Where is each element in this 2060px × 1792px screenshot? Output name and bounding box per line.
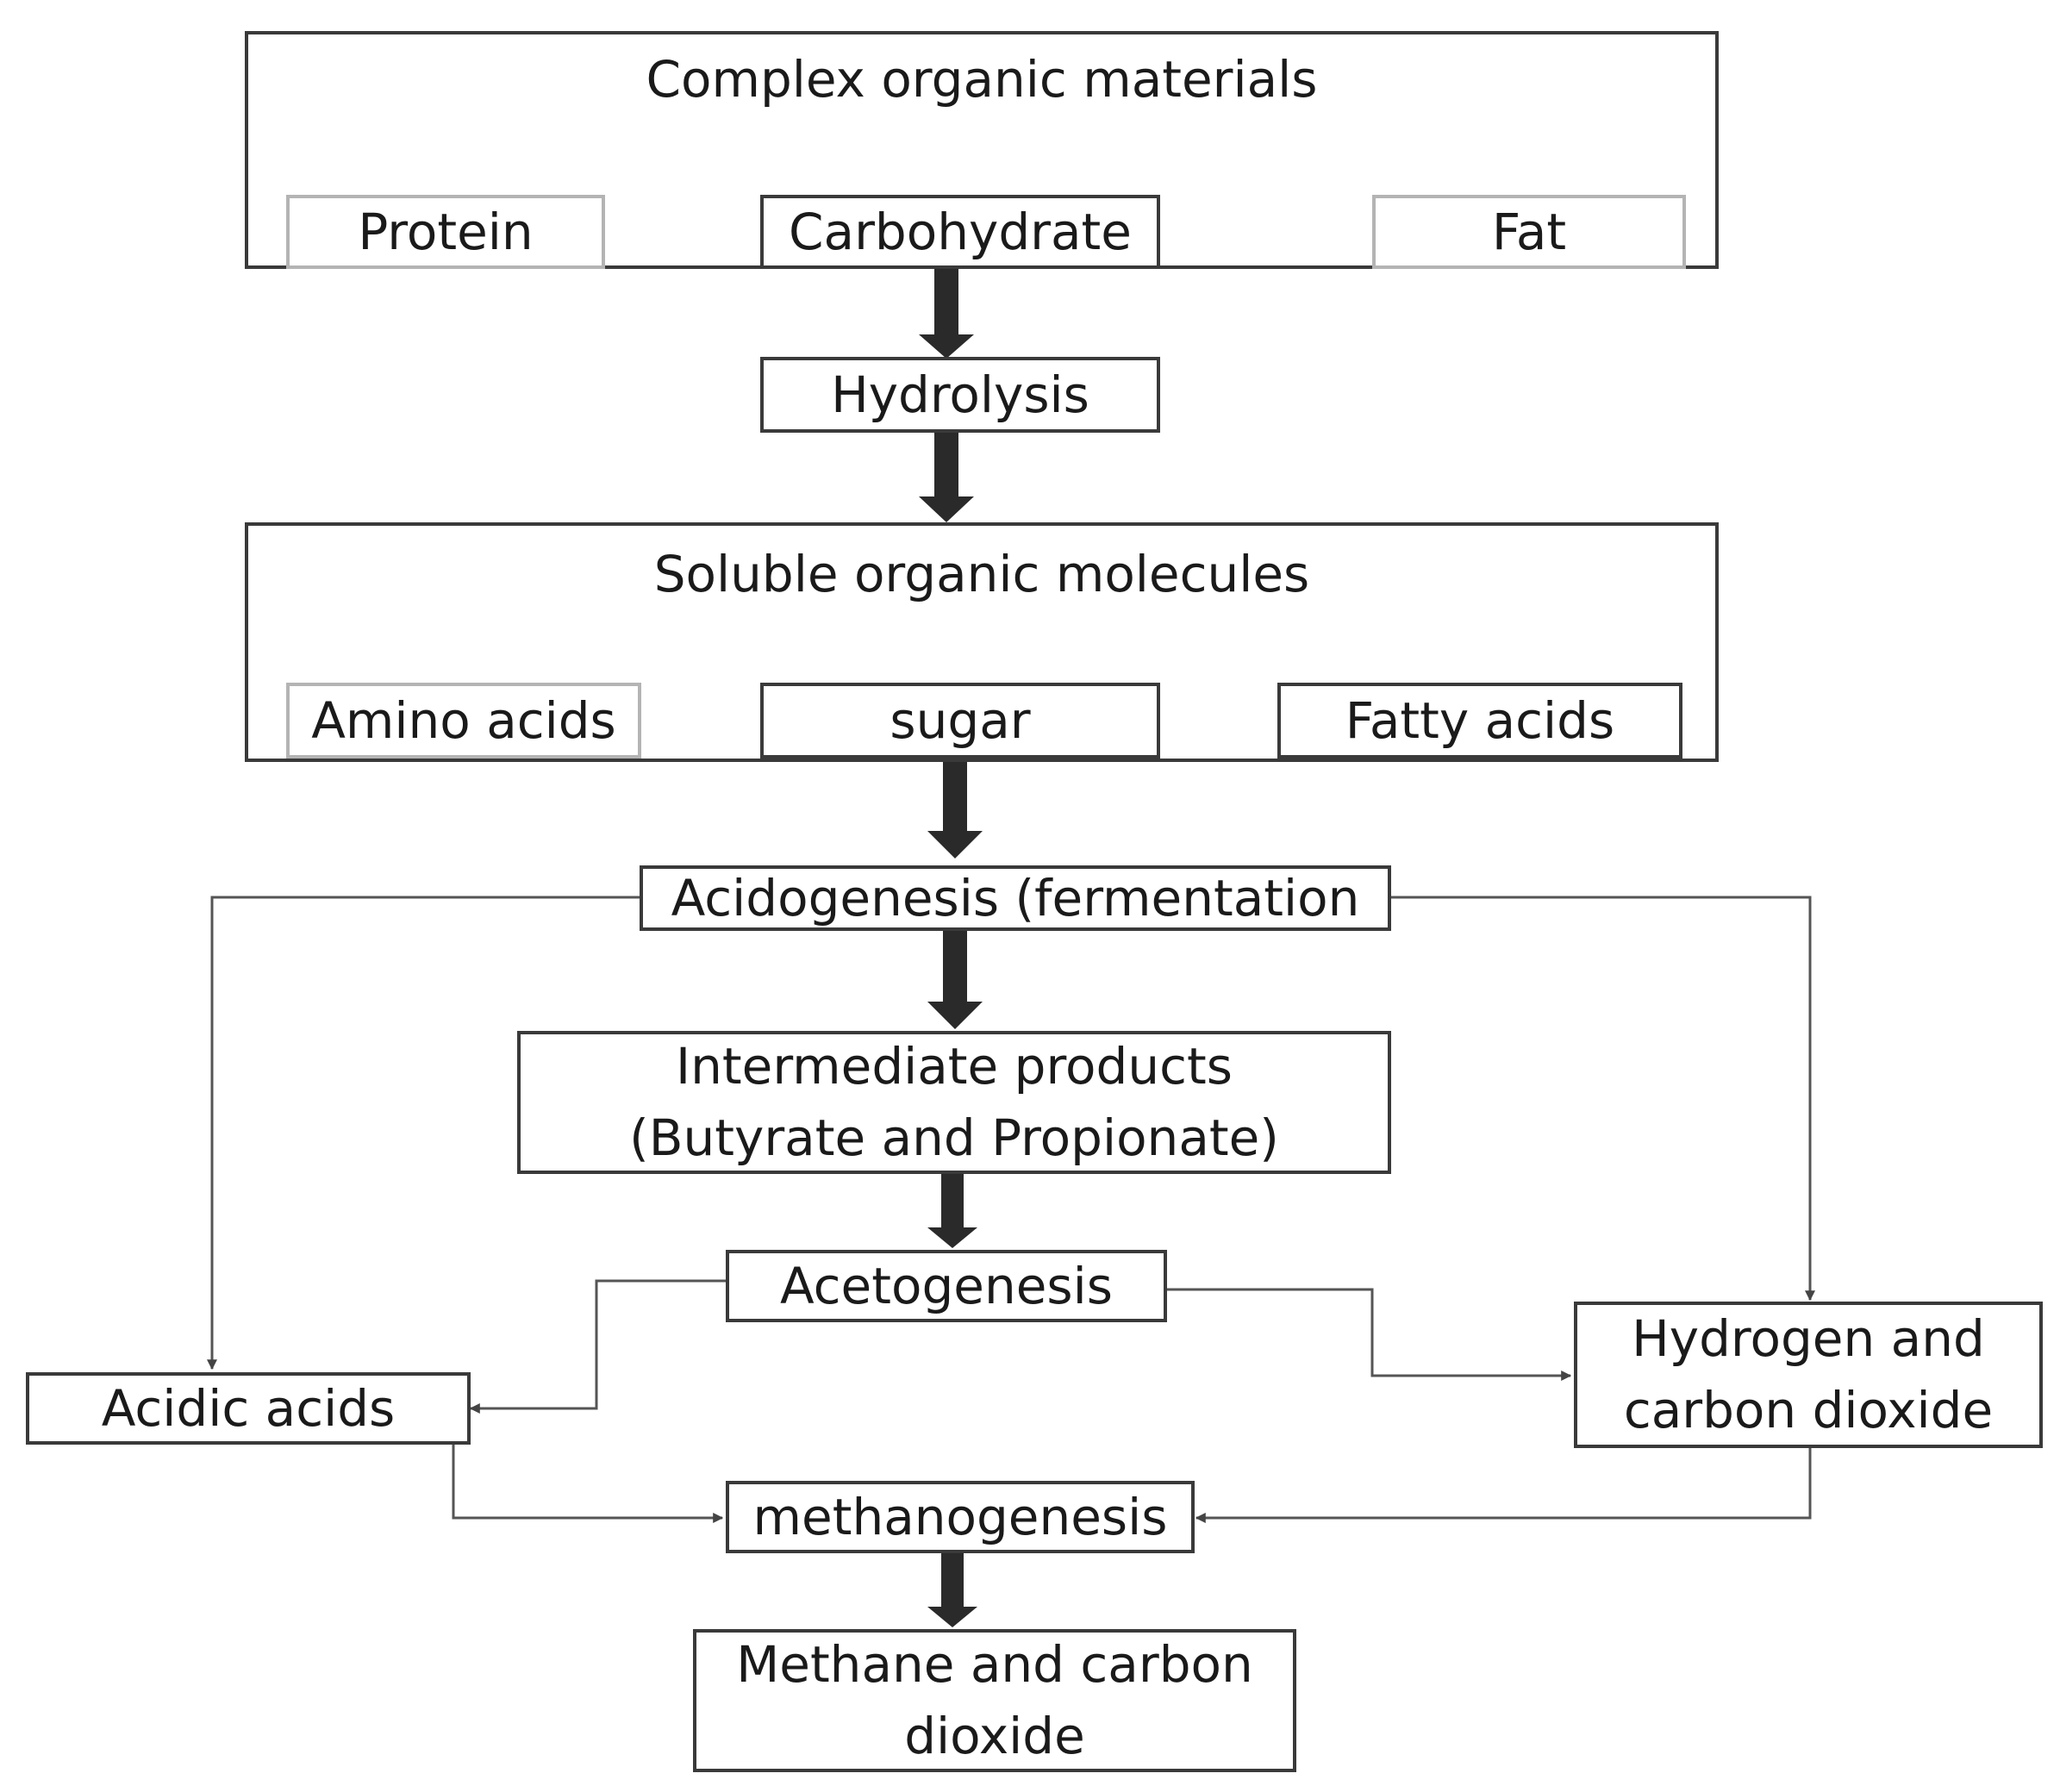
acidogenesis-label: Acidogenesis (fermentation — [671, 868, 1360, 927]
amino-acids-label: Amino acids — [311, 690, 616, 750]
acidogenesis-box: Acidogenesis (fermentation — [640, 865, 1391, 931]
side-connectors — [207, 896, 1815, 1523]
amino-acids-box: Amino acids — [286, 683, 641, 759]
hydrolysis-label: Hydrolysis — [831, 365, 1089, 424]
fatty-acids-label: Fatty acids — [1345, 690, 1615, 750]
intermediate-products-box: Intermediate products (Butyrate and Prop… — [517, 1031, 1391, 1174]
methane-line1: Methane and carbon — [736, 1635, 1253, 1695]
methane-and-carbon-dioxide-text: Methane and carbon dioxide — [736, 1629, 1253, 1772]
acetogenesis-label: Acetogenesis — [780, 1256, 1113, 1315]
complex-organic-materials-title: Complex organic materials — [646, 50, 1318, 109]
line-hydrogen-to-methanogenesis — [1195, 1446, 1812, 1523]
arrow-intermediate-to-acetogenesis — [927, 1174, 977, 1248]
hydrolysis-box: Hydrolysis — [760, 357, 1160, 433]
protein-box: Protein — [286, 195, 605, 269]
methanogenesis-label: methanogenesis — [752, 1487, 1168, 1546]
line-acidic-acids-to-methanogenesis — [452, 1443, 724, 1523]
sugar-box: sugar — [760, 683, 1160, 759]
line-acidogenesis-to-hydrogen — [1391, 896, 1815, 1302]
soluble-organic-molecules-title: Soluble organic molecules — [653, 545, 1310, 603]
arrow-sugar-to-acidogenesis — [927, 759, 983, 859]
acetogenesis-box: Acetogenesis — [726, 1250, 1167, 1322]
line-acidogenesis-to-acidic-acids — [207, 896, 640, 1371]
fatty-acids-box: Fatty acids — [1277, 683, 1682, 759]
arrow-acidogenesis-to-intermediate — [927, 931, 983, 1029]
arrow-methanogenesis-to-methane — [927, 1552, 977, 1627]
hydrogen-and-carbon-dioxide-box: Hydrogen and carbon dioxide — [1574, 1302, 2043, 1448]
methane-line2: dioxide — [904, 1707, 1085, 1765]
hydrogen-line2: carbon dioxide — [1623, 1381, 1994, 1439]
intermediate-products-text: Intermediate products (Butyrate and Prop… — [629, 1031, 1279, 1174]
arrow-hydrolysis-to-soluble — [919, 433, 974, 522]
hydrogen-line1: Hydrogen and — [1632, 1309, 1985, 1369]
methane-and-carbon-dioxide-box: Methane and carbon dioxide — [693, 1629, 1296, 1772]
protein-label: Protein — [358, 202, 534, 261]
carbohydrate-box: Carbohydrate — [760, 195, 1160, 269]
hydrogen-and-carbon-dioxide-text: Hydrogen and carbon dioxide — [1624, 1303, 1993, 1446]
sugar-label: sugar — [890, 690, 1031, 750]
main-flow-arrows — [919, 267, 983, 1627]
methanogenesis-box: methanogenesis — [726, 1481, 1195, 1553]
acidic-acids-label: Acidic acids — [101, 1378, 396, 1438]
acidic-acids-box: Acidic acids — [26, 1372, 471, 1445]
intermediate-products-line1: Intermediate products — [676, 1037, 1233, 1096]
arrow-carbohydrate-to-hydrolysis — [919, 267, 974, 359]
intermediate-products-line2: (Butyrate and Propionate) — [629, 1108, 1279, 1167]
line-acetogenesis-to-acidic-acids — [469, 1279, 726, 1414]
carbohydrate-label: Carbohydrate — [789, 202, 1132, 261]
fat-label: Fat — [1491, 202, 1567, 261]
fat-box: Fat — [1372, 195, 1686, 269]
line-acetogenesis-to-hydrogen — [1167, 1288, 1572, 1381]
